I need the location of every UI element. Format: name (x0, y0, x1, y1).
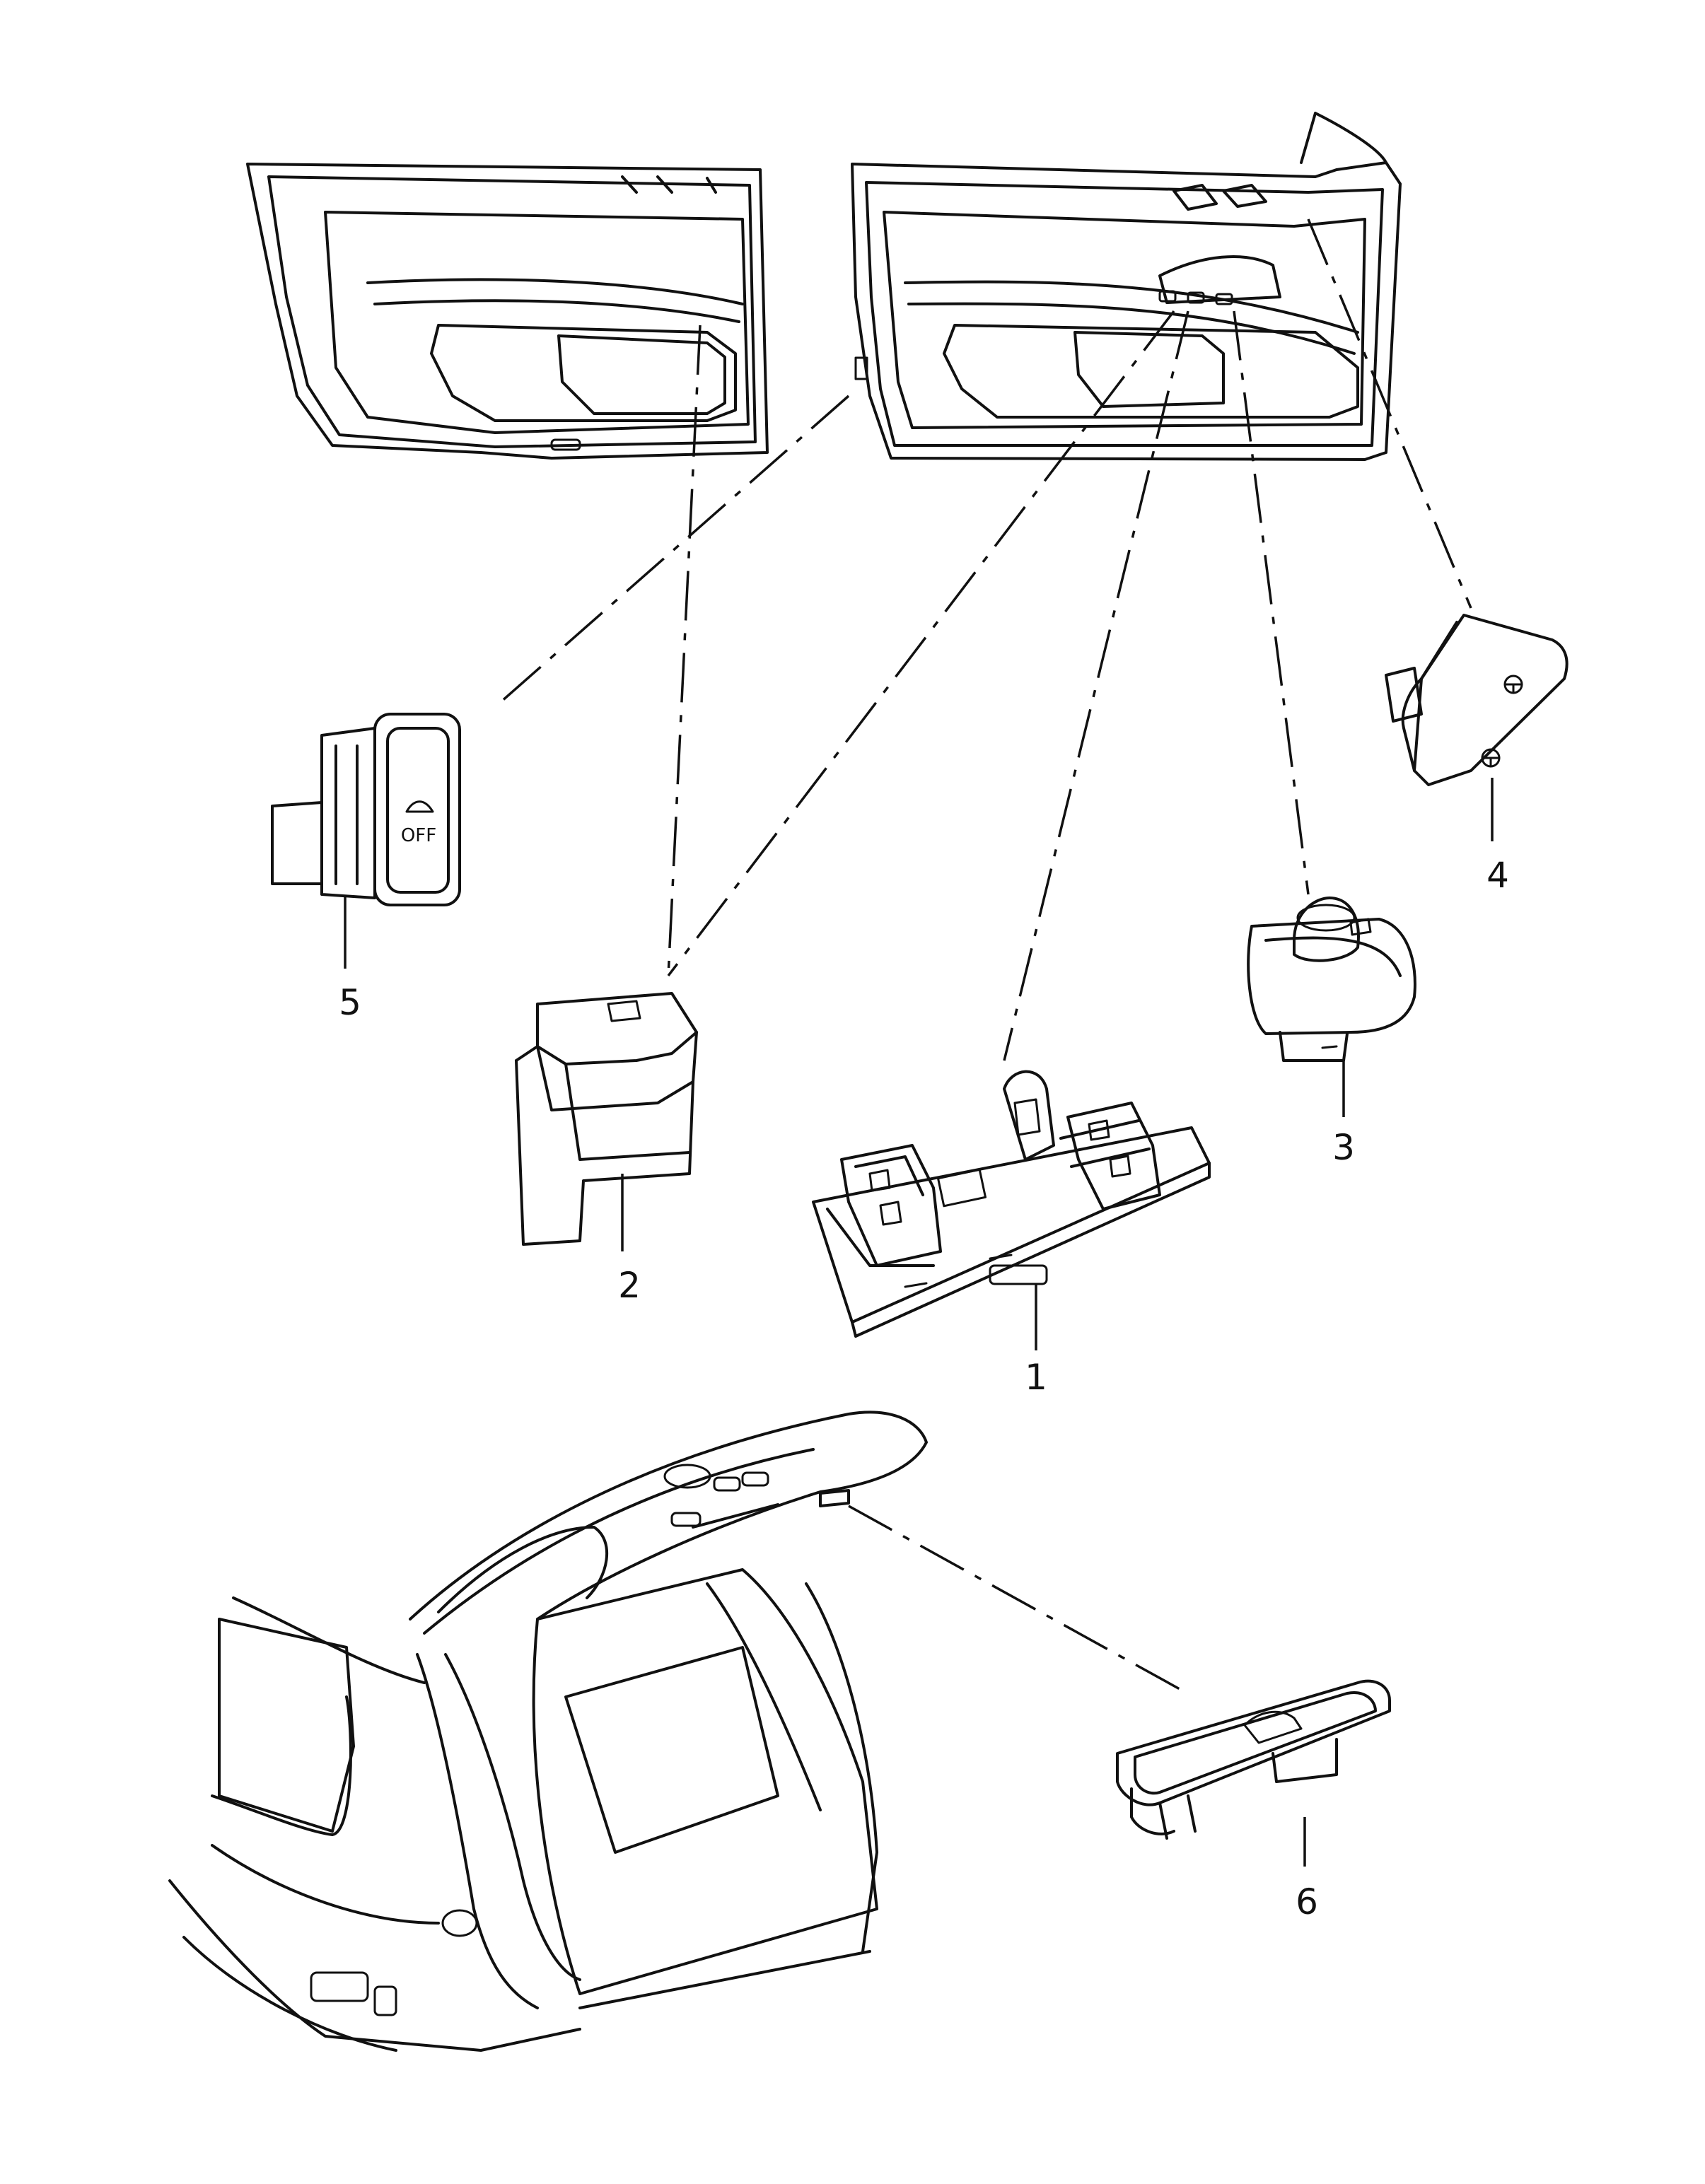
callout-5: 5 (339, 982, 361, 1023)
car-rear-tailgate (168, 1411, 928, 2052)
part-1-switch-block (812, 1070, 1211, 1338)
part-6-switch (1116, 1679, 1391, 1840)
callout-3: 3 (1332, 1127, 1355, 1168)
door-trim-panels (246, 112, 1402, 461)
callout-numbers: 1 2 3 4 5 6 (339, 855, 1509, 1922)
part-4-switch (1385, 614, 1569, 786)
part-2-switch (515, 992, 698, 1246)
callout-leaders (344, 778, 1494, 1867)
part-5-switch: OFF (271, 713, 461, 906)
part-3-mirror-switch (1247, 897, 1416, 1062)
callout-1: 1 (1025, 1357, 1047, 1398)
callout-6: 6 (1296, 1881, 1318, 1922)
dashed-leader-lines (494, 218, 1472, 1691)
off-text: OFF (401, 825, 436, 846)
callout-2: 2 (618, 1265, 641, 1306)
callout-4: 4 (1486, 855, 1509, 896)
